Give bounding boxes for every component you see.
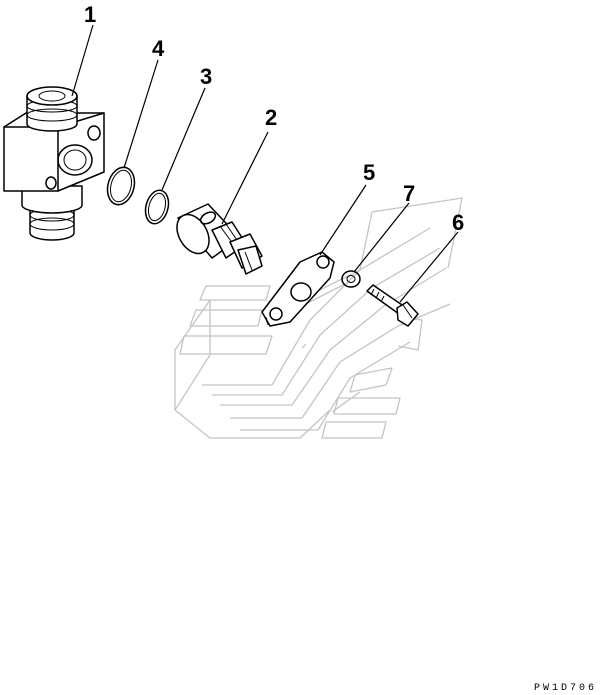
washer-part-7 — [341, 270, 361, 288]
bolt-part-6 — [366, 284, 419, 327]
connector-plug-part-2 — [176, 203, 263, 275]
leader-lines — [71, 24, 459, 303]
callout-labels: 1 2 3 4 5 6 7 — [84, 2, 464, 235]
o-ring-part-3 — [144, 189, 170, 225]
callout-part-4: 4 — [152, 36, 165, 61]
o-ring-part-4 — [106, 166, 136, 206]
callout-part-2: 2 — [265, 105, 277, 130]
callout-part-7: 7 — [403, 181, 415, 206]
callout-part-3: 3 — [200, 64, 212, 89]
flange-plate-part-5 — [261, 251, 335, 327]
callout-part-6: 6 — [452, 210, 464, 235]
valve-body-part-1 — [3, 86, 105, 241]
callout-part-1: 1 — [84, 2, 96, 27]
callout-part-5: 5 — [363, 160, 375, 185]
drawing-code: PW1D706 — [534, 683, 597, 694]
